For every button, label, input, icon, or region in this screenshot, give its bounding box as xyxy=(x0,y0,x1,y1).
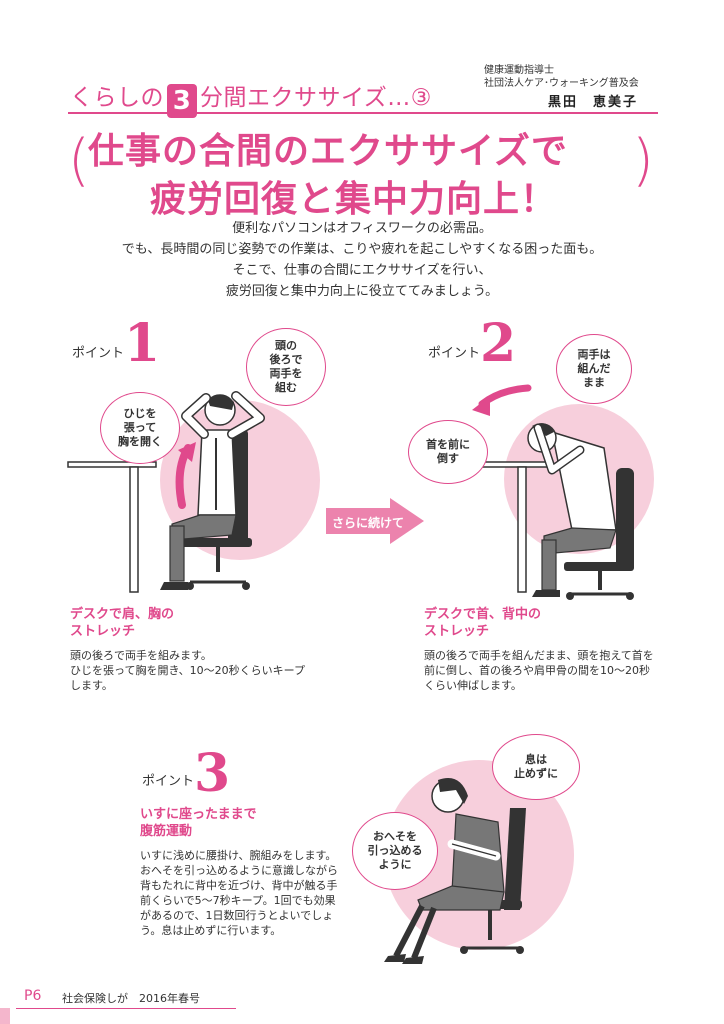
point-1-subtitle: デスクで肩、胸の ストレッチ xyxy=(70,607,175,639)
lead-line: そこで、仕事の合間にエクササイズを行い、 xyxy=(232,263,492,278)
point-2-description: 頭の後ろで両手を組んだまま、頭を抱えて首を 前に倒し、首の後ろや肩甲骨の間を10… xyxy=(424,649,654,692)
point-2-callout-neck: 首を前に 倒す xyxy=(408,420,488,484)
point-1-number: 1 xyxy=(124,313,161,374)
title-right-bracket: ) xyxy=(632,128,654,193)
point-2-number: 2 xyxy=(480,313,517,374)
lead-line: 疲労回復と集中力向上に役立ててみましょう。 xyxy=(225,284,499,299)
page-title-line2: 疲労回復と集中力向上！ xyxy=(150,179,558,220)
footer-color-bar xyxy=(0,1008,10,1024)
point-3-label: ポイント xyxy=(142,774,195,789)
point-2-label: ポイント xyxy=(428,346,481,361)
author-name: 黒田 恵美子 xyxy=(548,95,639,110)
point-3-subtitle: いすに座ったままで 腹筋運動 xyxy=(140,807,257,839)
page-title-line1: 仕事の合間のエクササイズで xyxy=(88,131,568,172)
author-role: 健康運動指導士 xyxy=(484,65,554,76)
point-1-illustration xyxy=(67,391,265,593)
point-1-label: ポイント xyxy=(72,346,125,361)
series-suffix: 分間エクササイズ…③ xyxy=(200,85,432,111)
point-3-illustration xyxy=(384,778,526,964)
point-3-description: いすに浅めに腰掛け、腕組みをします。 おへそを引っ込めるように意識しながら 背も… xyxy=(140,849,338,937)
author-organization: 社団法人ケア･ウォーキング普及会 xyxy=(484,78,639,89)
lead-line: 便利なパソコンはオフィスワークの必需品。 xyxy=(232,221,492,236)
lead-line: でも、長時間の同じ姿勢での作業は、こりや疲れを起こしやすくなる困った面も。 xyxy=(121,242,603,257)
page-number: P6 xyxy=(24,988,42,1004)
title-left-bracket: ( xyxy=(68,128,90,193)
point-1-callout-elbows: ひじを 張って 胸を開く xyxy=(100,392,180,464)
point-3-number: 3 xyxy=(194,743,231,804)
point-2-illustration xyxy=(472,384,634,600)
point-2-subtitle: デスクで首、背中の ストレッチ xyxy=(424,607,542,639)
header-divider xyxy=(68,112,658,114)
continue-arrow-label: さらに続けて xyxy=(332,516,405,530)
point-3-callout-navel: おへそを 引っ込める ように xyxy=(352,812,438,890)
footer-divider xyxy=(16,1008,236,1009)
series-prefix: くらしの xyxy=(70,85,164,111)
point-3-callout-breath: 息は 止めずに xyxy=(492,734,580,800)
publication-name: 社会保険しが 2016年春号 xyxy=(62,992,200,1005)
point-1-description: 頭の後ろで両手を組みます。 ひじを張って胸を開き、10〜20秒くらいキープ しま… xyxy=(70,649,306,692)
point-1-callout-hands: 頭の 後ろで 両手を 組む xyxy=(246,328,326,406)
lead-paragraph: 便利なパソコンはオフィスワークの必需品。 でも、長時間の同じ姿勢での作業は、こり… xyxy=(0,218,724,302)
point-2-callout-hands: 両手は 組んだ まま xyxy=(556,334,632,404)
author-credentials: 健康運動指導士 社団法人ケア･ウォーキング普及会 xyxy=(484,64,664,90)
continue-arrow-shape xyxy=(326,498,424,544)
